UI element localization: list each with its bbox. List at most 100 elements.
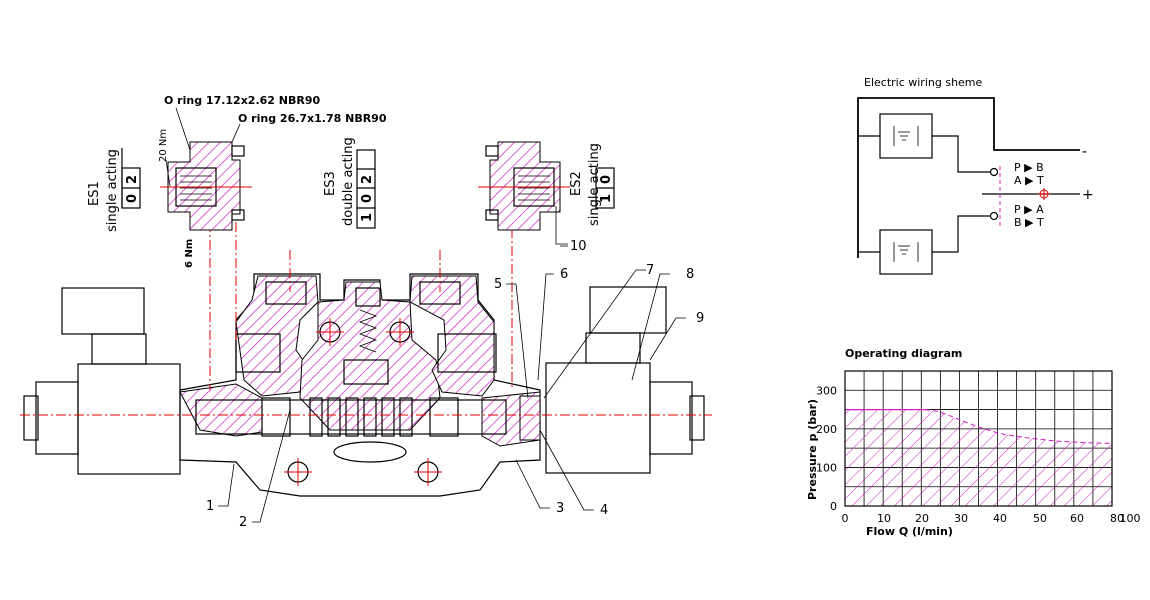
chart-y-tick-label: 300 xyxy=(816,384,837,397)
es1-oring-leader-1 xyxy=(175,107,191,151)
torque-label-20: 20 Nm xyxy=(158,129,169,162)
detail-es2 xyxy=(478,141,615,245)
wiring-frame xyxy=(857,97,1080,258)
terminal-plus: + xyxy=(1082,187,1094,203)
chart-y-ticks: 0 100 200 300 xyxy=(816,384,837,513)
chart-y-tick-label: 200 xyxy=(816,423,837,436)
es2-core-spring xyxy=(518,175,550,201)
callout-6: 6 xyxy=(560,267,568,282)
body-section-center xyxy=(299,281,441,431)
es2-code-box xyxy=(595,167,615,209)
chart-x-tick-label: 0 xyxy=(842,512,849,525)
es1-code-box xyxy=(121,148,141,209)
wiring-row-2: A ▶ T xyxy=(1014,174,1044,187)
wiring-title: Electric wiring sheme xyxy=(864,76,983,89)
callout-8: 8 xyxy=(686,267,694,282)
callout-3: 3 xyxy=(556,501,564,516)
chart-x-tick-label: 30 xyxy=(954,512,968,525)
es2-code-0: 1 xyxy=(599,194,614,203)
o-ring-label-1: O ring 17.12x2.62 NBR90 xyxy=(164,94,320,107)
es2-name: ES2 xyxy=(569,171,584,196)
es3-code-1: 0 xyxy=(360,194,375,203)
bolt-holes xyxy=(284,318,442,486)
wire-a xyxy=(932,135,990,173)
es1-torque-leader xyxy=(165,159,171,187)
lower-port-oval xyxy=(333,441,407,463)
right-coil-connector-neck xyxy=(585,332,641,364)
wiring-row-4: B ▶ T xyxy=(1014,216,1044,229)
es1-nut-bottom xyxy=(231,209,245,221)
es1-core-spring xyxy=(180,175,212,201)
chart-xlabel: Flow Q (l/min) xyxy=(866,525,953,538)
wire-b xyxy=(932,215,990,253)
left-coil-nut xyxy=(23,395,39,441)
seal-ring-right xyxy=(519,395,541,441)
chart-x-tick-label: 40 xyxy=(993,512,1007,525)
callout-7: 7 xyxy=(646,263,654,278)
es3-type: double acting xyxy=(341,137,356,226)
callout-4: 4 xyxy=(600,503,608,518)
terminal-minus: - xyxy=(1082,144,1087,160)
right-coil-body xyxy=(545,362,651,474)
callout-5: 5 xyxy=(494,277,502,292)
spool-lands xyxy=(261,397,459,437)
callout-leaders xyxy=(218,245,686,523)
center-spring xyxy=(358,309,378,353)
left-coil-cap xyxy=(35,381,79,455)
chart-line-dashed xyxy=(925,409,1113,444)
es2-housing xyxy=(489,141,561,231)
wiring-row-3: P ▶ A xyxy=(1014,203,1044,216)
port-cavity-left xyxy=(265,281,307,305)
es1-name: ES1 xyxy=(87,181,102,206)
chart-y-tick-label: 0 xyxy=(830,500,837,513)
right-coil-nut xyxy=(689,395,705,441)
es3-name: ES3 xyxy=(323,171,338,196)
valve-body-outline xyxy=(179,273,541,497)
es1-oring-leader-2 xyxy=(231,123,241,143)
es1-code-1: 2 xyxy=(125,175,140,184)
solenoid-a-symbol xyxy=(893,126,919,146)
callout-1: 1 xyxy=(206,499,214,514)
right-coil-cap xyxy=(649,381,693,455)
center-plug xyxy=(355,287,381,307)
chart-x-tick-label: 20 xyxy=(915,512,929,525)
detail-es1 xyxy=(121,107,252,231)
plug-right xyxy=(437,333,497,373)
chart-y-tick-label: 100 xyxy=(816,461,837,474)
terminal-a xyxy=(989,167,999,177)
body-section-right xyxy=(409,275,495,397)
chart-x-tick-label: 50 xyxy=(1033,512,1047,525)
es2-leader-10 xyxy=(555,206,568,245)
chart-x-tick-label: 100 xyxy=(1120,512,1141,525)
es2-type: single acting xyxy=(587,143,602,226)
left-coil-connector xyxy=(61,287,145,335)
chart-frame xyxy=(844,370,1113,507)
spool xyxy=(195,399,507,435)
es1-nut-top xyxy=(231,145,245,157)
terminal-b xyxy=(989,211,999,221)
valve-assembly xyxy=(20,222,712,497)
chart-x-tick-label: 10 xyxy=(877,512,891,525)
callout-10: 10 xyxy=(570,239,587,254)
es3-code-2: 2 xyxy=(360,175,375,184)
es3-code-box xyxy=(356,149,376,229)
o-ring-label-2: O ring 26.7x1.78 NBR90 xyxy=(238,112,387,125)
solenoid-b-box xyxy=(879,229,933,275)
chart-area xyxy=(845,409,1112,506)
body-section-lower-left xyxy=(179,383,263,437)
callout-2: 2 xyxy=(239,515,247,530)
es3-code-0: 1 xyxy=(360,213,375,222)
es2-nut-bottom xyxy=(485,209,499,221)
chart-title: Operating diagram xyxy=(845,347,962,360)
common-terminal-cross xyxy=(1038,188,1050,200)
es2-code-1: 0 xyxy=(599,175,614,184)
es1-type: single acting xyxy=(105,149,120,232)
solenoid-b-symbol xyxy=(893,242,919,262)
es2-nut-top xyxy=(485,145,499,157)
plug-left xyxy=(235,333,281,373)
es1-housing xyxy=(167,141,241,231)
chart-x-tick-label: 80 xyxy=(1110,512,1124,525)
